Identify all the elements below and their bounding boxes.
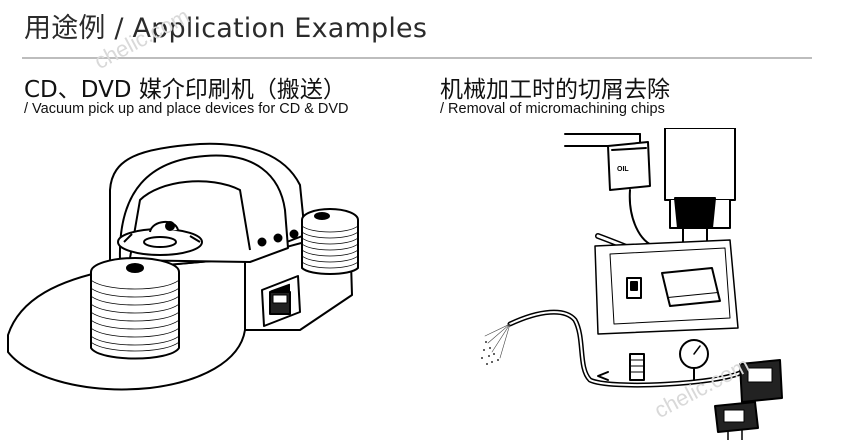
oil-reservoir xyxy=(607,141,651,191)
tool-chuck xyxy=(674,197,716,229)
section-title-chip-removal: 机械加工时的切屑去除 xyxy=(440,77,670,103)
regulator xyxy=(629,353,645,381)
workpiece xyxy=(661,267,719,299)
section-title-cd-dvd: CD、DVD 媒介印刷机（搬送） xyxy=(24,77,346,103)
spindle-housing xyxy=(664,128,736,201)
page-title: 用途例 / Application Examples xyxy=(24,13,428,44)
chip-removal-illustration: OIL xyxy=(481,128,783,440)
flow-arrow xyxy=(597,371,609,381)
title-divider xyxy=(22,57,812,59)
section-subtitle-cd-dvd: / Vacuum pick up and place devices for C… xyxy=(24,101,349,117)
cd-dvd-machine-illustration xyxy=(7,142,359,391)
oil-label: OIL xyxy=(617,166,629,173)
section-subtitle-chip-removal: / Removal of micromachining chips xyxy=(440,101,665,117)
